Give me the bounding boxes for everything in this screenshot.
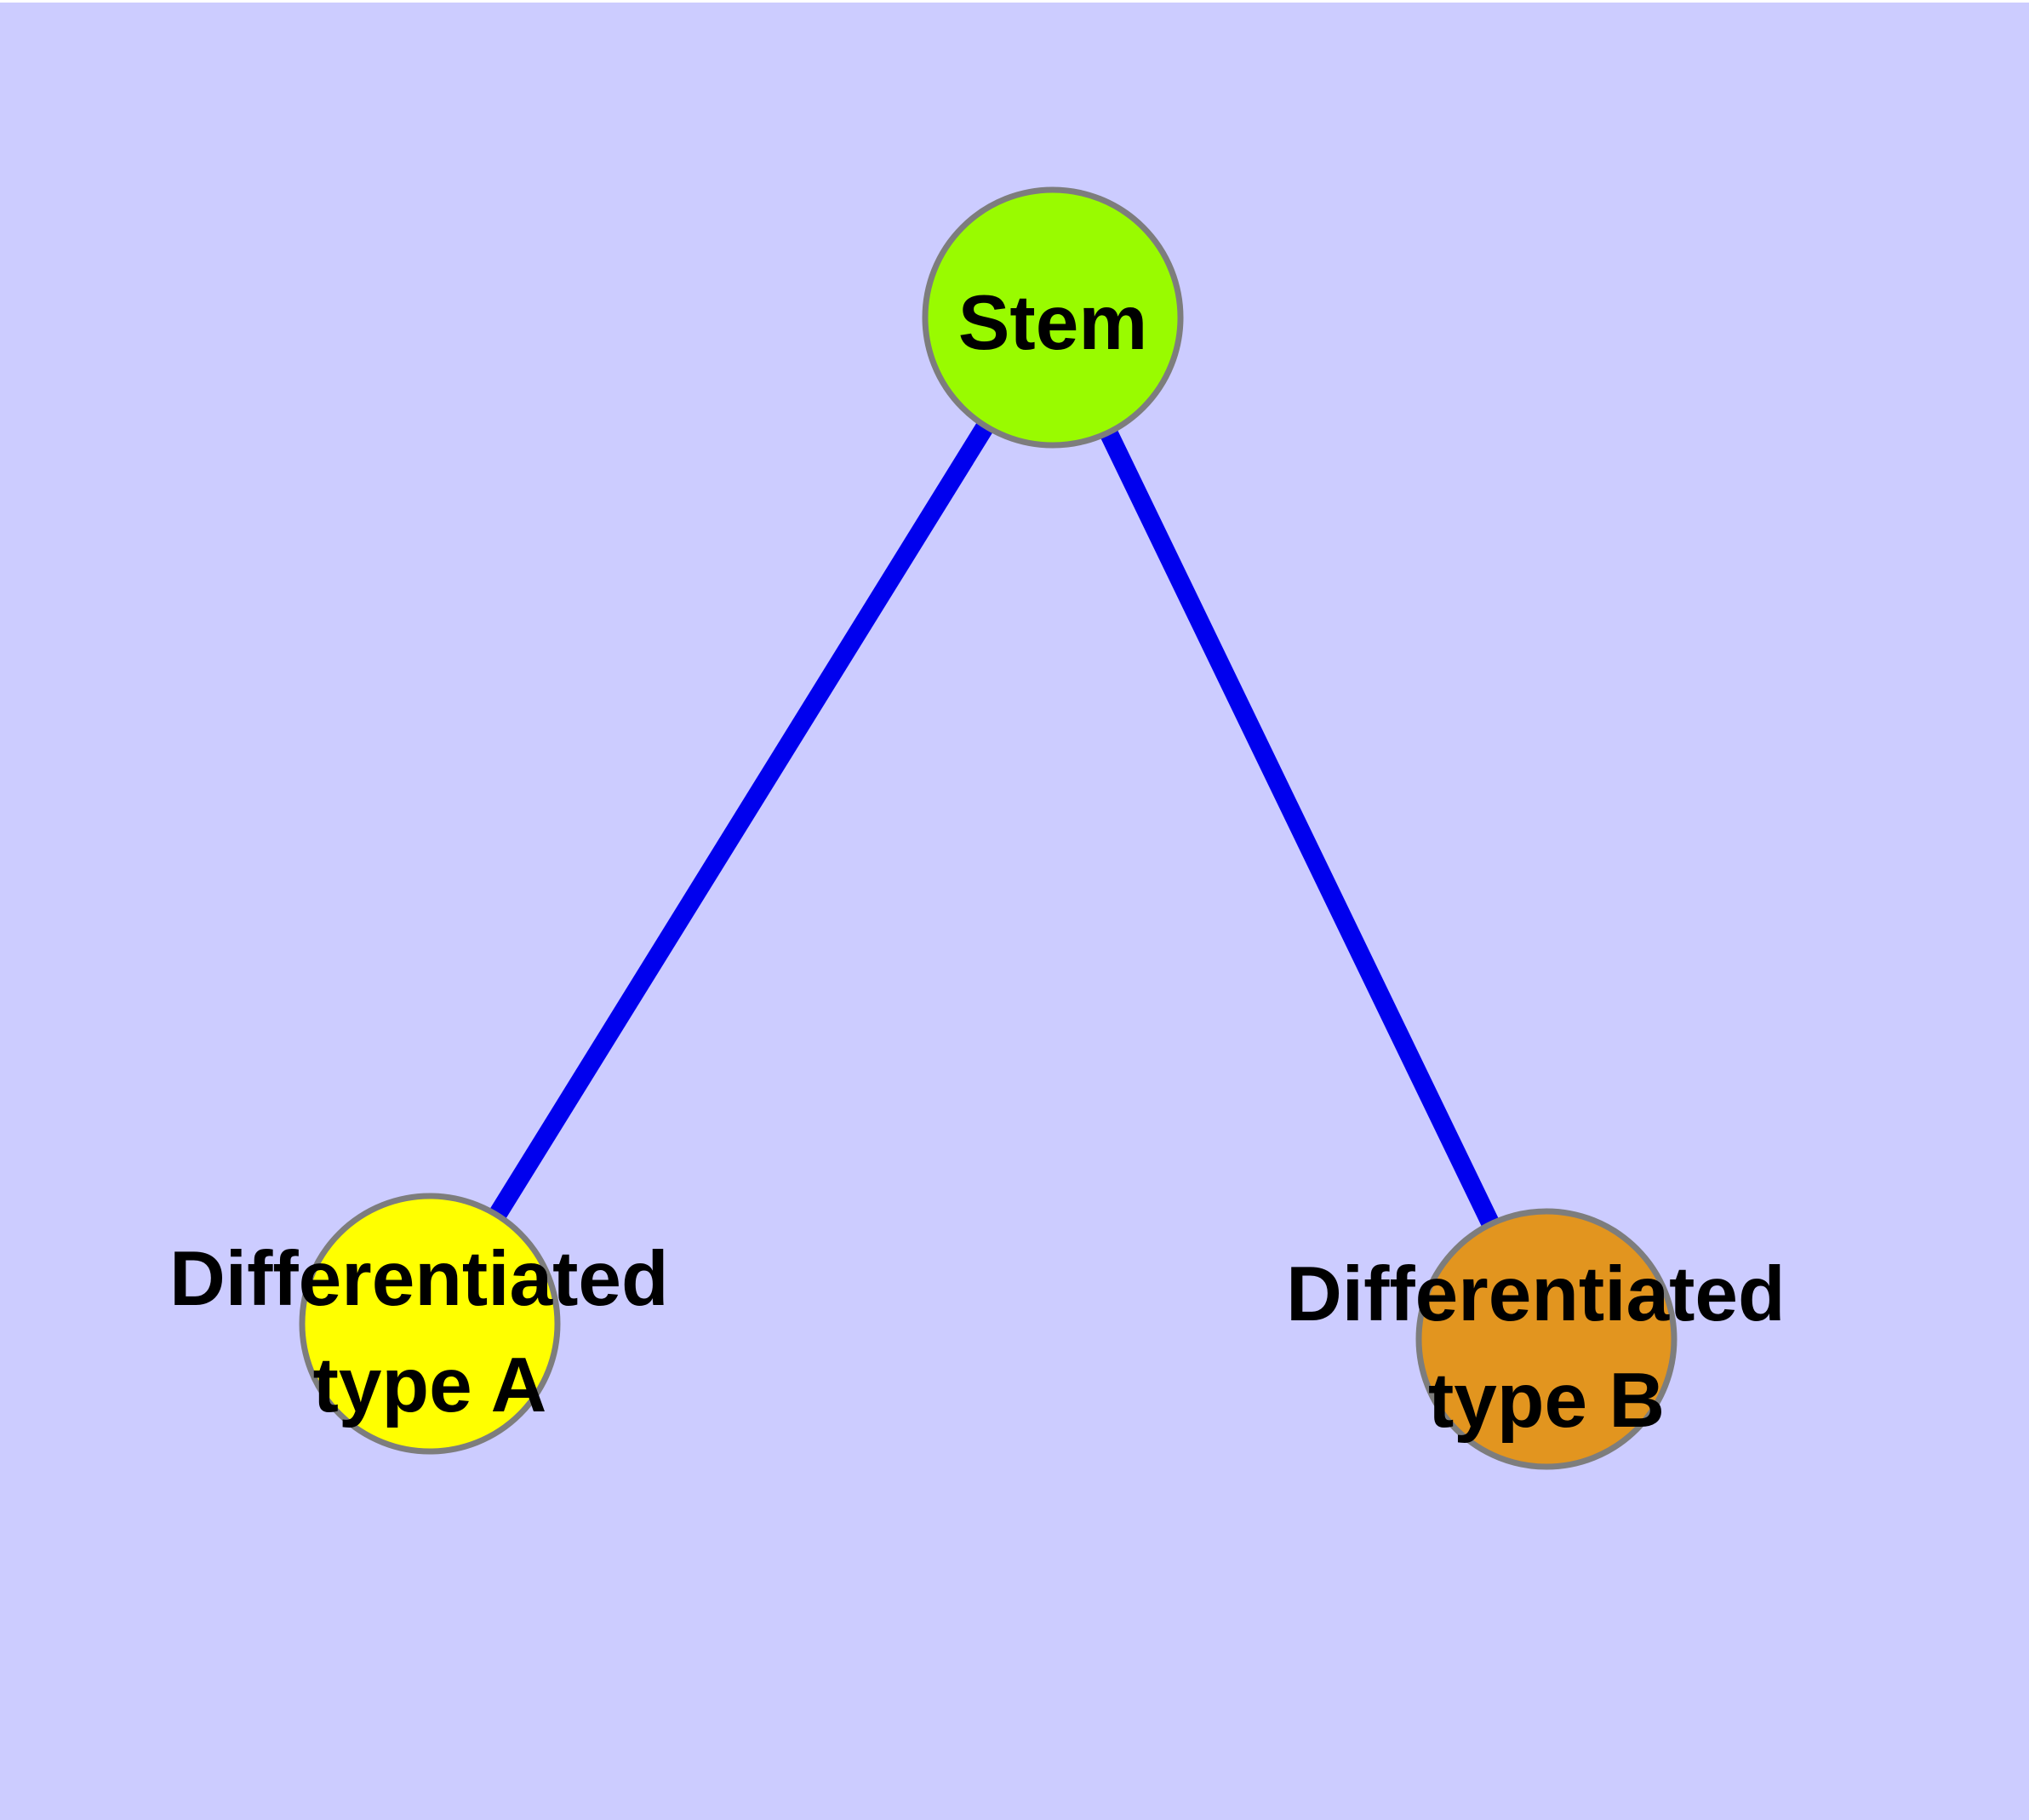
stem-node-circle [922, 186, 1184, 449]
type-b-node-label: Differentiated type B [1286, 1251, 1807, 1444]
type-a-node-circle [299, 1193, 561, 1455]
type-b-label-line-1: Differentiated [1286, 1251, 1786, 1337]
top-border-strip [0, 0, 2029, 3]
type-a-node-label: Differentiated type A [169, 1236, 690, 1428]
node-differentiated-type-a: Differentiated type A [169, 1193, 690, 1455]
type-a-label-line-1: Differentiated [169, 1236, 669, 1322]
type-b-label-line-2: type B [1428, 1358, 1665, 1444]
type-b-node-circle [1415, 1208, 1677, 1470]
node-stem: Stem [922, 186, 1184, 449]
stem-label-line-1: Stem [958, 280, 1148, 366]
edge-stem-to-type-a [421, 312, 1061, 1329]
stem-node-label: Stem [958, 280, 1148, 366]
node-differentiated-type-b: Differentiated type B [1286, 1208, 1807, 1470]
edge-stem-to-type-b [1044, 313, 1555, 1343]
type-a-label-line-2: type A [313, 1342, 547, 1428]
